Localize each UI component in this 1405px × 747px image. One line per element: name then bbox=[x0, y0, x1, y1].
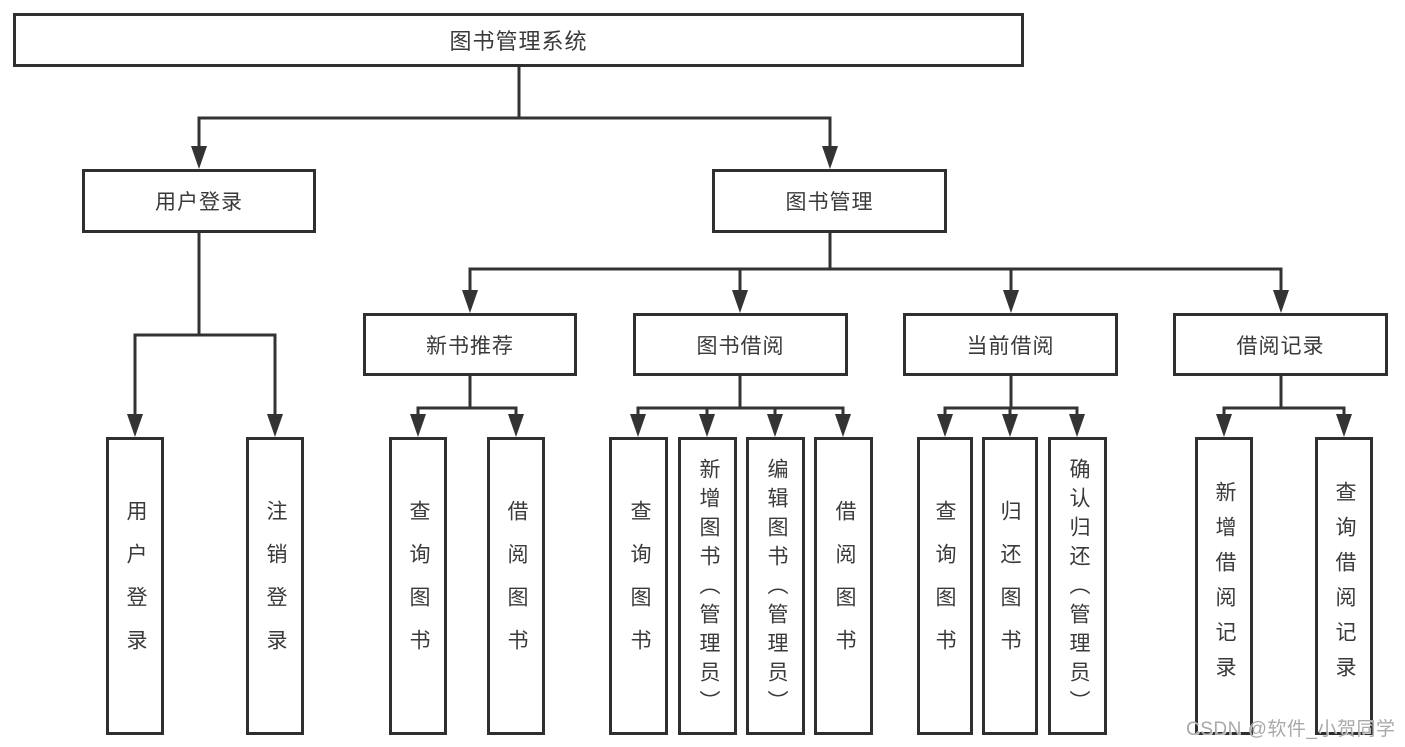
node-borrow-records: 借阅记录 bbox=[1173, 313, 1388, 376]
leaf-return-book: 归还图书 bbox=[982, 437, 1038, 735]
leaf-logout: 注销登录 bbox=[246, 437, 304, 735]
leaf-confirm-return-admin: 确认归还（管理员） bbox=[1048, 437, 1107, 735]
node-new-book-recommend: 新书推荐 bbox=[363, 313, 577, 376]
leaf-add-borrow-record: 新增借阅记录 bbox=[1195, 437, 1253, 735]
node-library-management-system: 图书管理系统 bbox=[13, 13, 1024, 67]
leaf-borrow-book-newrec: 借阅图书 bbox=[487, 437, 545, 735]
leaf-borrow-book: 借阅图书 bbox=[814, 437, 873, 735]
node-book-management: 图书管理 bbox=[712, 169, 947, 233]
watermark: CSDN @软件_小贺同学 bbox=[1186, 719, 1396, 740]
leaf-query-book-newrec: 查询图书 bbox=[389, 437, 447, 735]
leaf-query-borrow-record: 查询借阅记录 bbox=[1315, 437, 1373, 735]
leaf-user-login: 用户登录 bbox=[106, 437, 164, 735]
leaf-edit-book-admin: 编辑图书（管理员） bbox=[746, 437, 805, 735]
leaf-add-book-admin: 新增图书（管理员） bbox=[678, 437, 737, 735]
leaf-query-book-borrow: 查询图书 bbox=[609, 437, 668, 735]
node-current-borrow: 当前借阅 bbox=[903, 313, 1118, 376]
node-book-borrow: 图书借阅 bbox=[633, 313, 848, 376]
leaf-query-book-current: 查询图书 bbox=[917, 437, 973, 735]
node-user-login: 用户登录 bbox=[82, 169, 316, 233]
